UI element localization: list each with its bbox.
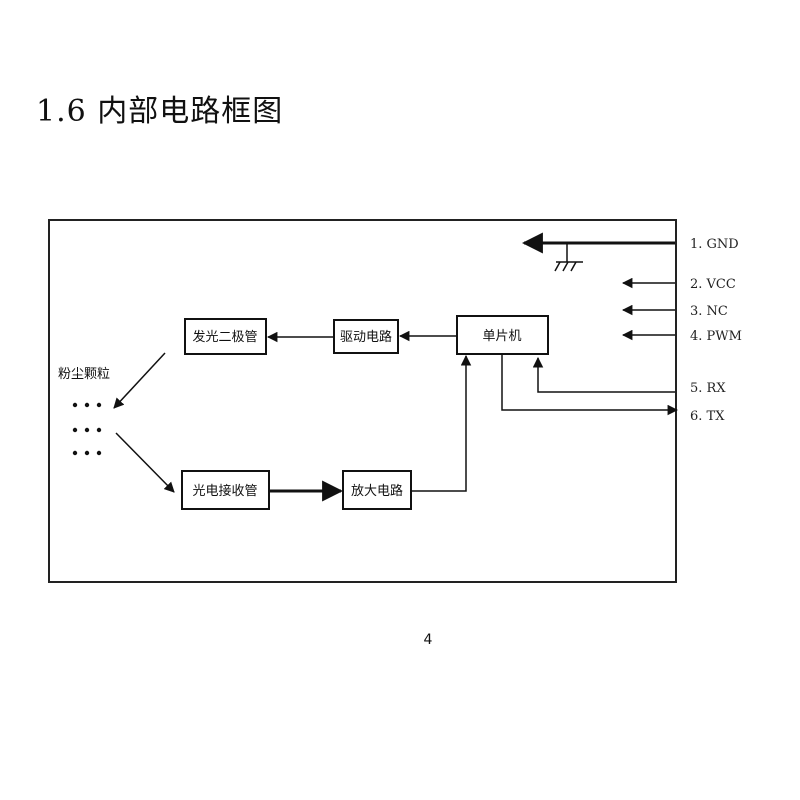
pin-label-gnd: 1. GND <box>690 237 739 252</box>
rx-line <box>532 356 675 393</box>
tx-line <box>501 354 679 416</box>
receiver-block: 光电接收管 <box>181 470 270 510</box>
pin-label-pwm: 4. PWM <box>690 329 742 344</box>
amplifier-block: 放大电路 <box>342 470 412 510</box>
receiver-label: 光电接收管 <box>192 483 257 499</box>
scattered-light-arrow <box>115 432 175 493</box>
pin-label-tx: 6. TX <box>690 409 725 424</box>
pin-label-vcc: 2. VCC <box>690 277 736 292</box>
pin-label-nc: 3. NC <box>690 304 728 319</box>
ground-icon <box>554 243 583 272</box>
amplifier-label: 放大电路 <box>351 483 403 499</box>
emitted-light-arrow <box>113 352 166 409</box>
led-block: 发光二极管 <box>184 318 267 355</box>
driver-label: 驱动电路 <box>340 329 392 345</box>
section-title: 1.6 内部电路框图 <box>36 94 284 129</box>
dust-particles <box>72 402 102 456</box>
led-label: 发光二极管 <box>192 329 257 345</box>
dust-label: 粉尘颗粒 <box>58 367 110 382</box>
amplifier-to-mcu-line <box>411 354 472 492</box>
driver-block: 驱动电路 <box>333 319 399 354</box>
module-frame <box>48 219 677 583</box>
pin-label-rx: 5. RX <box>690 381 726 396</box>
mcu-block: 单片机 <box>456 315 549 355</box>
page-number: 4 <box>423 632 433 648</box>
mcu-label: 单片机 <box>482 329 521 344</box>
